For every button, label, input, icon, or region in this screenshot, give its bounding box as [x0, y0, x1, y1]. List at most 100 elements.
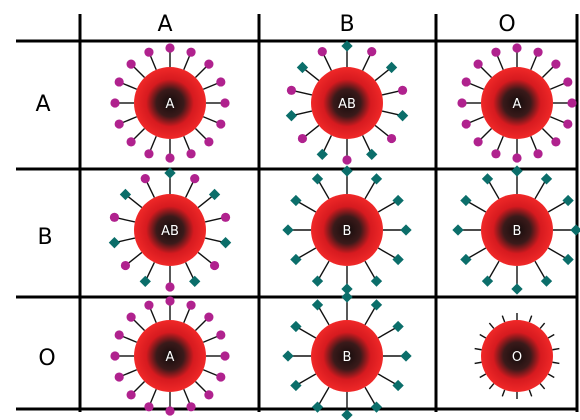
blood-cell-b-r2c2: B [282, 165, 412, 295]
antigen-stalk [127, 195, 143, 209]
antigen-stalk [361, 135, 372, 152]
antigen-stalk [318, 260, 330, 279]
antigen-a-icon [204, 137, 214, 147]
antigen-b-icon [392, 379, 404, 392]
antigen-stalk [539, 383, 546, 390]
antigen-a-icon [144, 47, 154, 57]
antigen-stalk [479, 127, 493, 141]
antigen-a-icon [473, 137, 483, 147]
antigen-stalk [364, 386, 376, 405]
antigen-b-icon [392, 253, 404, 266]
antigen-a-icon [186, 149, 196, 159]
antigen-stalk [530, 135, 538, 152]
antigen-a-icon [297, 133, 308, 144]
antigen-stalk [322, 54, 333, 71]
column-header-o: O [498, 12, 516, 37]
antigen-a-icon [126, 137, 136, 147]
antigen-stalk [468, 82, 485, 90]
antigen-stalk [530, 54, 538, 71]
antigen-stalk [149, 307, 157, 324]
antigen-a-icon [220, 351, 230, 361]
antigen-stalk [377, 327, 396, 339]
antigen-a-icon [216, 330, 226, 340]
antigen-stalk [474, 361, 482, 365]
antigen-a-icon [461, 77, 471, 87]
antigen-a-icon [110, 351, 120, 361]
row-header-b: B [37, 225, 53, 250]
antigen-b-icon [290, 253, 302, 266]
antigen-stalk [117, 217, 136, 223]
antigen-stalk [132, 380, 146, 394]
antigen-stalk [528, 315, 533, 323]
antigen-a-icon [126, 390, 136, 400]
antigen-stalk [547, 247, 566, 259]
antigen-stalk [364, 181, 376, 200]
antigen-stalk [117, 237, 136, 243]
antigen-a-icon [144, 300, 154, 310]
antigen-stalk [474, 347, 482, 351]
antigen-a-icon [367, 47, 377, 57]
antigen-a-icon [461, 119, 471, 129]
antigen-stalk [479, 65, 493, 79]
antigen-b-icon [219, 237, 232, 249]
antigen-b-icon [511, 283, 523, 295]
antigen-stalk [194, 380, 208, 394]
antigen-b-icon [290, 320, 302, 333]
antigen-a-icon [165, 296, 175, 306]
red-blood-cell-icon [311, 194, 383, 266]
antigen-b-icon [570, 224, 580, 236]
red-blood-cell-icon [481, 67, 553, 139]
antigen-stalk [121, 82, 138, 90]
red-blood-cell-icon [481, 320, 553, 392]
antigen-a-icon [190, 174, 200, 184]
antigen-a-icon [114, 330, 124, 340]
antigen-stalk [183, 388, 191, 405]
antigen-b-icon [208, 188, 221, 201]
antigen-stalk [304, 68, 320, 82]
antigen-a-icon [109, 212, 120, 222]
antigen-stalk [294, 90, 313, 96]
antigen-stalk [184, 262, 195, 279]
antigen-a-icon [567, 98, 577, 108]
antigen-a-icon [491, 149, 501, 159]
antigen-stalk [381, 90, 400, 96]
antigen-a-icon [165, 406, 175, 416]
antigen-a-icon [216, 372, 226, 382]
antigen-b-icon [452, 224, 464, 236]
antigen-b-icon [370, 401, 383, 413]
red-blood-cell-icon [134, 67, 206, 139]
antigen-a-icon [165, 282, 175, 292]
antigen-a-icon [551, 137, 561, 147]
antigen-b-icon [341, 40, 353, 52]
antigen-a-icon [563, 77, 573, 87]
row-header-a: A [35, 92, 51, 117]
antigen-stalk [501, 389, 506, 397]
antigen-a-icon [114, 77, 124, 87]
cell-type-label: A [166, 350, 175, 365]
red-blood-cell-icon [311, 320, 383, 392]
antigen-b-icon [540, 275, 553, 287]
cell-type-label: AB [338, 97, 356, 112]
antigen-b-icon [164, 167, 176, 179]
cell-type-label: AB [161, 224, 179, 239]
antigen-stalk [468, 116, 485, 124]
antigen-stalk [488, 322, 495, 329]
antigen-a-icon [457, 98, 467, 108]
cell-type-label: B [343, 350, 352, 365]
antigen-a-icon [126, 312, 136, 322]
blood-cell-ab-r1c2: AB [285, 40, 409, 165]
antigen-b-icon [366, 148, 378, 161]
antigen-stalk [145, 262, 156, 279]
antigen-b-icon [189, 275, 201, 288]
antigen-b-icon [341, 165, 353, 177]
antigen-stalk [377, 247, 396, 259]
blood-cell-a-r1c3: A [457, 43, 577, 163]
antigen-stalk [121, 116, 138, 124]
antigen-stalk [202, 82, 219, 90]
antigen-b-icon [108, 237, 121, 249]
antigen-a-icon [533, 149, 543, 159]
antigen-stalk [549, 116, 566, 124]
antigen-a-icon [220, 98, 230, 108]
antigen-b-icon [311, 275, 324, 287]
